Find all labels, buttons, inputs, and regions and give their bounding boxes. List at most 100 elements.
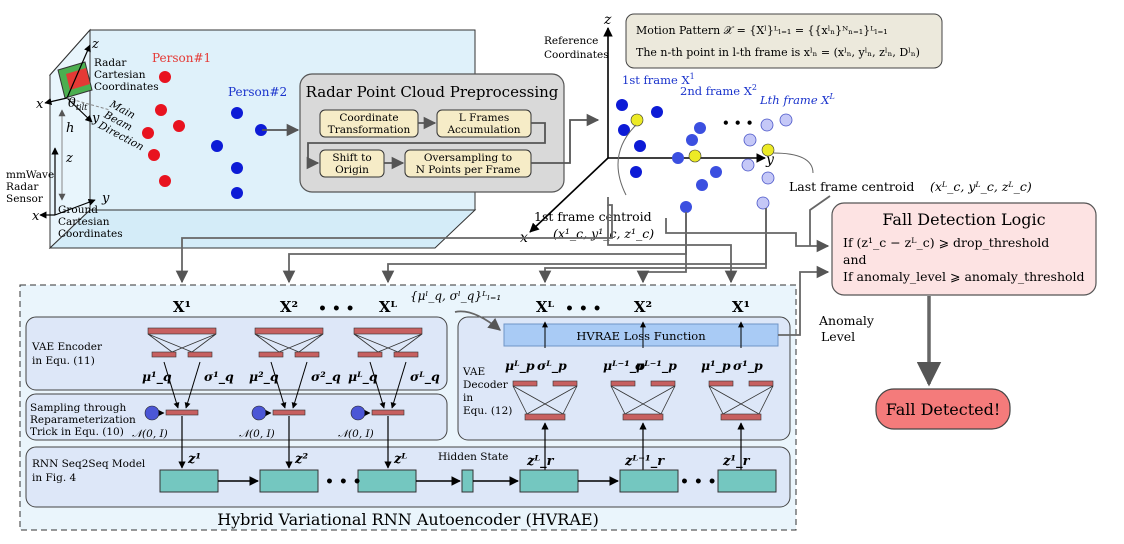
motion-pattern-box: Motion Pattern 𝒳 = {Xˡ}ᴸₗ₌₁ = {{xˡₙ}ᴺₙ₌₁… [625, 13, 943, 69]
sensor-label-line1: mmWave [6, 169, 54, 181]
decoder-sigma-label: σᴸ_p [537, 358, 567, 374]
frame1-label: 1st frame X1 [622, 72, 695, 87]
encoder-connections [353, 333, 423, 353]
svg-text:L Frames: L Frames [459, 112, 509, 124]
anomaly-level-line2: Level [821, 329, 855, 344]
encoder-input-label: X¹ [173, 298, 191, 316]
radar-axis-z: z [91, 37, 99, 52]
fall-logic-condition2: If anomaly_level ⩾ anomaly_threshold [843, 269, 1085, 284]
encoder-input-bar [147, 327, 217, 335]
decoder-mu-bar [708, 380, 734, 387]
sampling-z-bar [371, 409, 405, 416]
reference-axis-z: z [603, 12, 612, 28]
sampling-label-line2: Reparameterization [30, 414, 136, 426]
ground-axis-x: x [32, 209, 40, 224]
connector-arrows [175, 195, 831, 336]
sigma-to-z-arrow [390, 361, 407, 409]
reference-coordinates: Reference Coordinates z y x 1st frame X1… [520, 12, 1032, 246]
mu-to-z-arrow [270, 361, 287, 409]
latent-z-label: z¹ [187, 452, 201, 467]
reference-label-line2: Coordinates [544, 49, 609, 61]
decoder-sigma-bar [748, 380, 774, 387]
encoder-mu-label: μ¹_q [142, 369, 172, 385]
rnn-cell [519, 469, 579, 493]
latent-zr-label: zᴸ⁻¹_r [624, 454, 665, 469]
decoder-output-label: X² [634, 298, 652, 316]
preprocessing-block: Radar Point Cloud Preprocessing Coordina… [299, 73, 565, 193]
sensor-label-line3: Sensor [6, 193, 44, 205]
encoder-sigma-bar [187, 351, 213, 358]
ground-axis-y: y [101, 191, 110, 206]
encoder-sigma-bar [294, 351, 320, 358]
fall-detected-badge [875, 388, 1011, 430]
anomaly-level-line1: Anomaly [818, 313, 875, 328]
ellipsis-dots: • • • [680, 474, 717, 490]
encoder-input-bar [254, 327, 324, 335]
hvrae-title: Hybrid Variational RNN Autoencoder (HVRA… [217, 510, 599, 529]
decoder-connections [512, 385, 578, 415]
frame2-label: 2nd frame X2 [680, 83, 757, 98]
latent-z-label: z² [294, 452, 308, 467]
rnn-cell [619, 469, 679, 493]
encoder-sigma-label: σ¹_q [204, 369, 234, 385]
decoder-mu-label: μᴸ_p [505, 358, 535, 374]
decoder-connections [708, 385, 774, 415]
person2-points [211, 107, 267, 199]
ground-coords-line3: Coordinates [58, 228, 123, 240]
svg-text:Decoder: Decoder [463, 379, 509, 391]
frame2-points [672, 122, 722, 213]
encoder-mu-label: μᴸ_q [348, 369, 378, 385]
sampling-z-bar [272, 409, 306, 416]
decoder-sigma-bar [650, 380, 676, 387]
sampling-normal-label: 𝒩(0, I) [338, 428, 374, 440]
decoder-connections [610, 385, 676, 415]
svg-text:HVRAE Loss Function: HVRAE Loss Function [576, 329, 706, 343]
svg-text:Equ. (12): Equ. (12) [463, 405, 512, 417]
rnn-cell [159, 469, 219, 493]
encoder-connections [254, 333, 324, 353]
frameL-points [741, 113, 793, 210]
decoder-input-bar [524, 413, 566, 421]
hvrae-ellipses: • • •• • •• • •• • • [318, 301, 717, 490]
mu-to-z-arrow [369, 361, 386, 409]
encoder-label-line1: VAE Encoder [31, 341, 103, 353]
last-centroid-expr: (xᴸ_c, yᴸ_c, zᴸ_c) [930, 179, 1032, 194]
ellipsis-dots: • • • [325, 474, 362, 490]
decoder-input-bar [622, 413, 664, 421]
encoder-input-bar [353, 327, 423, 335]
radar-axis-x: x [36, 97, 44, 112]
encoder-mu-bar [258, 351, 284, 358]
svg-text:Accumulation: Accumulation [446, 124, 520, 136]
sampling-noise-node [144, 405, 160, 421]
arrow-preprocessing-to-reference [531, 113, 600, 164]
frame1-points [616, 99, 663, 178]
encoder-sigma-label: σᴸ_q [410, 369, 440, 385]
reference-label-line1: Reference [544, 35, 598, 47]
radar-coords-line2: Cartesian [94, 69, 146, 81]
svg-text:Coordinate: Coordinate [339, 112, 398, 124]
svg-text:Shift to: Shift to [332, 152, 371, 164]
frameL-label: Lth frame XL [759, 92, 835, 107]
svg-text:Transformation: Transformation [328, 124, 411, 136]
hidden-state-cell [461, 469, 474, 493]
sensor-label-line2: Radar [6, 181, 39, 193]
frames-ellipsis: • • • [722, 116, 753, 130]
decoder-sigma-label: σᴸ⁻¹_p [635, 358, 677, 374]
hidden-state-label: Hidden State [438, 451, 508, 463]
sampling-label-line1: Sampling through [30, 402, 126, 414]
rnn-cell [357, 469, 417, 493]
encoder-input-label: Xᴸ [379, 298, 398, 316]
hvrae-block: Hybrid Variational RNN Autoencoder (HVRA… [19, 284, 797, 531]
fall-detected-label: Fall Detected! [886, 400, 1001, 419]
ground-axis-z: z [65, 151, 73, 166]
height-label: h [66, 121, 74, 136]
last-centroid-label: Last frame centroid [789, 179, 914, 194]
radar-coords-line3: Coordinates [94, 81, 159, 93]
decoder-mu-bar [610, 380, 636, 387]
encoder-mu-bar [151, 351, 177, 358]
sampling-normal-label: 𝒩(0, I) [132, 428, 168, 440]
latent-z-label: zᴸ [393, 452, 407, 467]
